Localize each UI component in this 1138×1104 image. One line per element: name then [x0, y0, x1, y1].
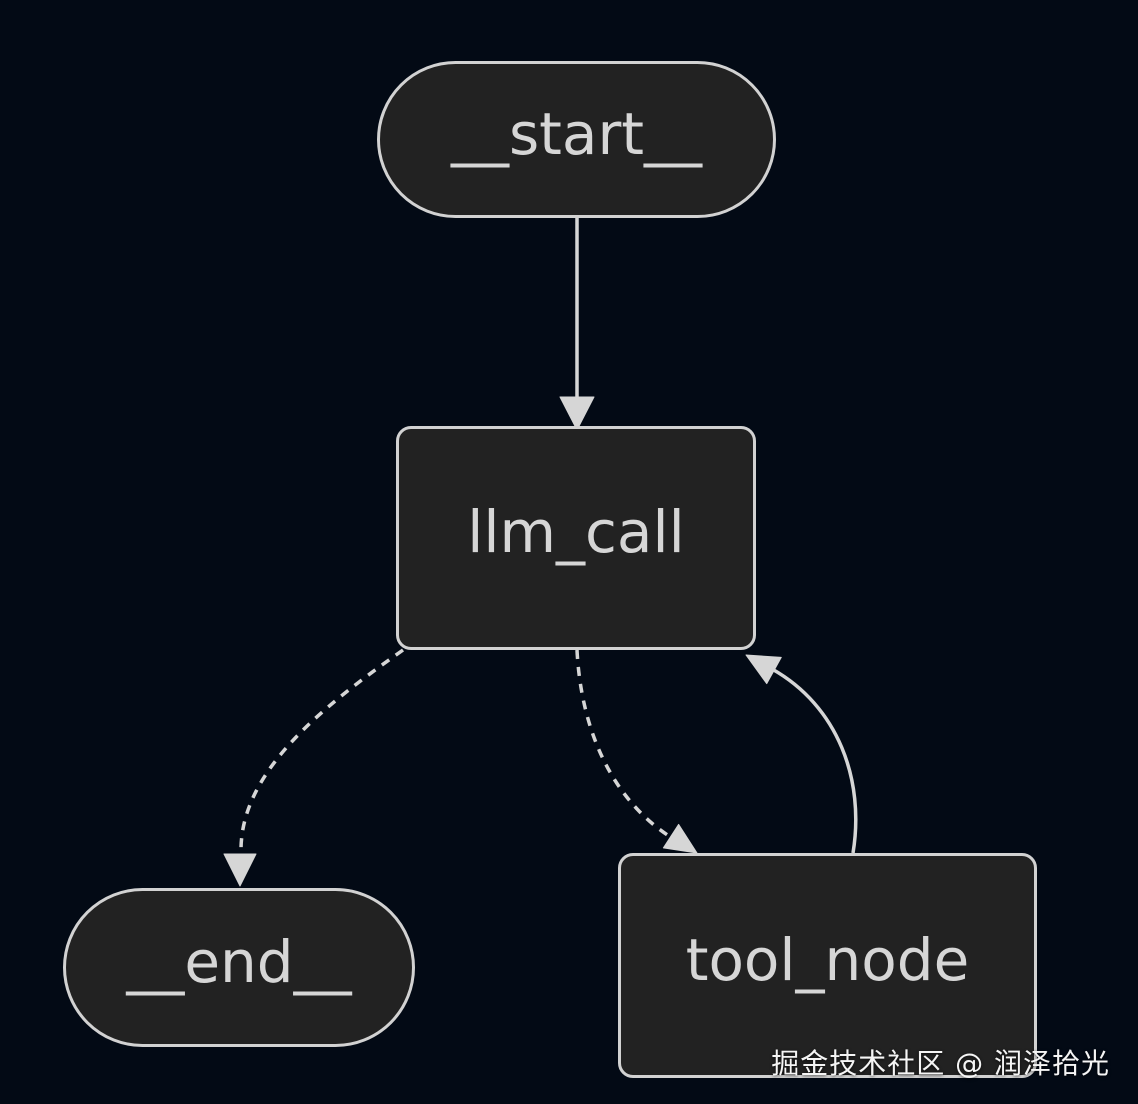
node-start: __start__ — [377, 61, 776, 218]
node-llm-call-label: llm_call — [467, 498, 685, 566]
node-tool-node-label: tool_node — [685, 925, 970, 994]
arrowhead-start-to-llm-call — [559, 396, 595, 431]
node-start-label: __start__ — [450, 99, 703, 168]
node-end: __end__ — [63, 888, 415, 1047]
watermark: 掘金技术社区 @ 润泽拾光 — [771, 1047, 1110, 1080]
node-tool-node: tool_node — [618, 853, 1037, 1078]
arrowhead-llm-call-to-end — [223, 853, 257, 887]
arrowhead-llm-call-to-tool-node — [662, 823, 698, 854]
arrowhead-tool-node-to-llm-call — [745, 654, 782, 685]
edge-llm-call-to-tool-node — [575, 649, 673, 840]
edge-tool-node-to-llm-call — [771, 667, 858, 854]
node-llm-call: llm_call — [396, 426, 756, 650]
edge-llm-call-to-end — [239, 648, 405, 851]
node-end-label: __end__ — [126, 927, 352, 996]
